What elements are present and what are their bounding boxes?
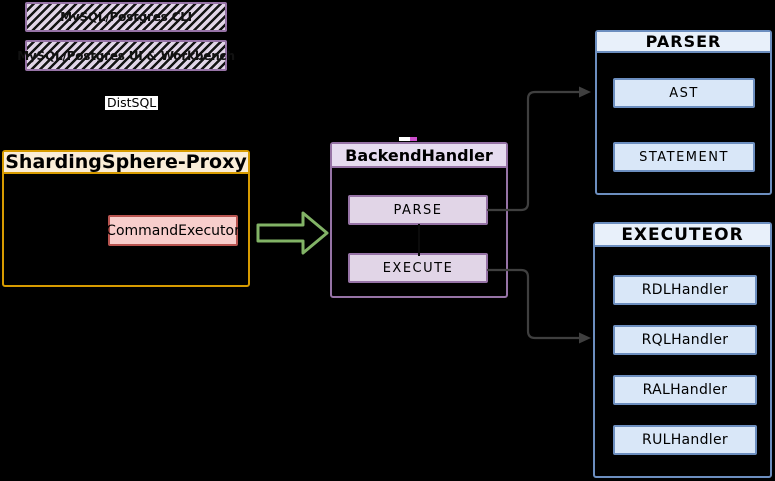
executor-container: EXECUTEOR RDLHandler RQLHandler RALHandl… [593, 222, 772, 478]
command-executor-label: CommandExecutor [106, 222, 240, 239]
distsql-edge-label: DistSQL [105, 95, 159, 110]
parser-container: PARSER AST STATEMENT [595, 30, 772, 195]
proxy-title: ShardingSphere-Proxy [4, 151, 248, 174]
ast-label: AST [669, 85, 699, 101]
statement-node: STATEMENT [613, 142, 755, 172]
client-box-cli-label: MySQL/Postgres CLI [60, 10, 192, 24]
ral-handler-label: RALHandler [642, 382, 728, 398]
connector-parse-arrowhead-icon [579, 86, 591, 98]
client-box-workbench: MySQL/Postgres UI & Workbench [17, 40, 235, 71]
rdl-handler-node: RDLHandler [613, 275, 757, 305]
rdl-handler-label: RDLHandler [641, 282, 729, 298]
rul-handler-node: RULHandler [613, 425, 757, 455]
executor-title: EXECUTEOR [595, 224, 770, 247]
parse-node: PARSE [348, 195, 488, 225]
rql-handler-label: RQLHandler [641, 332, 729, 348]
ral-handler-node: RALHandler [613, 375, 757, 405]
backend-handler-title: BackendHandler [332, 144, 506, 168]
flow-arrow-icon [256, 211, 329, 255]
backend-handler-container: BackendHandler PARSE EXECUTE [330, 142, 508, 298]
execute-label: EXECUTE [382, 260, 454, 276]
rql-handler-node: RQLHandler [613, 325, 757, 355]
client-box-cli: MySQL/Postgres CLI [25, 2, 227, 32]
parse-label: PARSE [393, 202, 443, 218]
connector-execute-arrowhead-icon [579, 332, 591, 344]
ast-node: AST [613, 78, 755, 108]
edge-label-artifact-white [399, 137, 410, 141]
edge-label-artifact-magenta [410, 137, 417, 141]
proxy-container: ShardingSphere-Proxy CommandExecutor [2, 150, 250, 287]
execute-node: EXECUTE [348, 253, 488, 283]
command-executor-node: CommandExecutor [106, 215, 240, 246]
client-box-workbench-label: MySQL/Postgres UI & Workbench [17, 48, 235, 63]
parser-title: PARSER [597, 32, 770, 53]
rul-handler-label: RULHandler [642, 432, 728, 448]
statement-label: STATEMENT [639, 149, 729, 165]
